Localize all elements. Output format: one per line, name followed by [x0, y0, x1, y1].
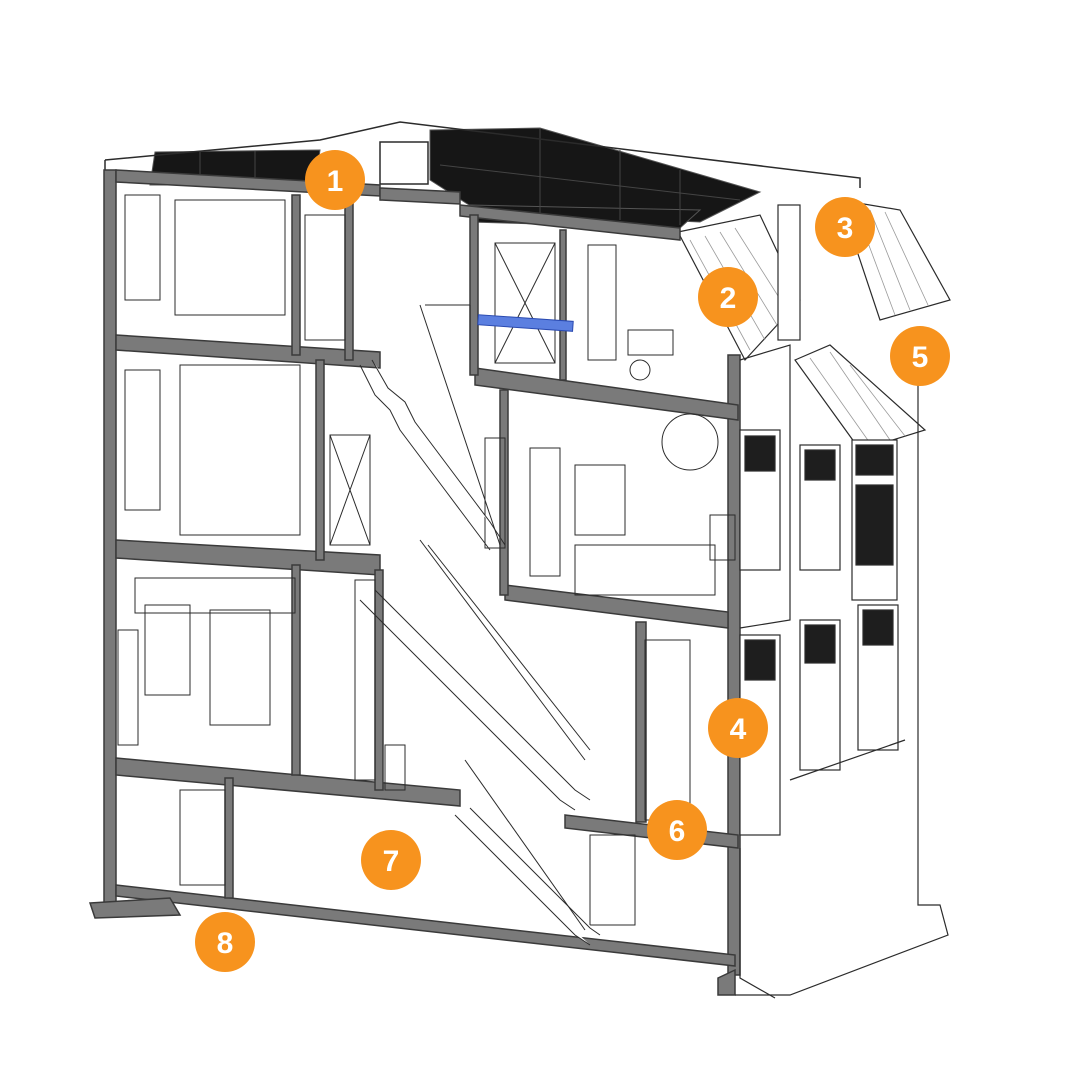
- marker-label: 5: [912, 341, 929, 374]
- marker-label: 2: [720, 282, 737, 315]
- marker-circle: [708, 698, 768, 758]
- marker-4: 4: [708, 698, 768, 758]
- chimney: [777, 204, 801, 341]
- marker-circle: [361, 830, 421, 890]
- marker-label: 3: [837, 212, 854, 245]
- marker-7: 7: [361, 830, 421, 890]
- marker-1: 1: [305, 150, 365, 210]
- section-walls: [88, 169, 741, 996]
- marker-label: 8: [217, 927, 234, 960]
- marker-circle: [305, 150, 365, 210]
- marker-circle: [890, 326, 950, 386]
- highlighted-beam: [477, 314, 574, 332]
- staircase: [359, 304, 601, 946]
- marker-5: 5: [890, 326, 950, 386]
- marker-circle: [647, 800, 707, 860]
- marker-label: 6: [669, 815, 686, 848]
- marker-label: 4: [730, 713, 747, 746]
- number-markers: 1 2 3 4 5 6 7 8: [195, 150, 950, 972]
- facade-windows: [739, 429, 899, 836]
- marker-3: 3: [815, 197, 875, 257]
- marker-label: 7: [383, 845, 400, 878]
- marker-6: 6: [647, 800, 707, 860]
- marker-circle: [698, 267, 758, 327]
- roof-outline: [104, 121, 861, 188]
- marker-2: 2: [698, 267, 758, 327]
- marker-circle: [195, 912, 255, 972]
- marker-circle: [815, 197, 875, 257]
- marker-label: 1: [327, 165, 344, 198]
- marker-8: 8: [195, 912, 255, 972]
